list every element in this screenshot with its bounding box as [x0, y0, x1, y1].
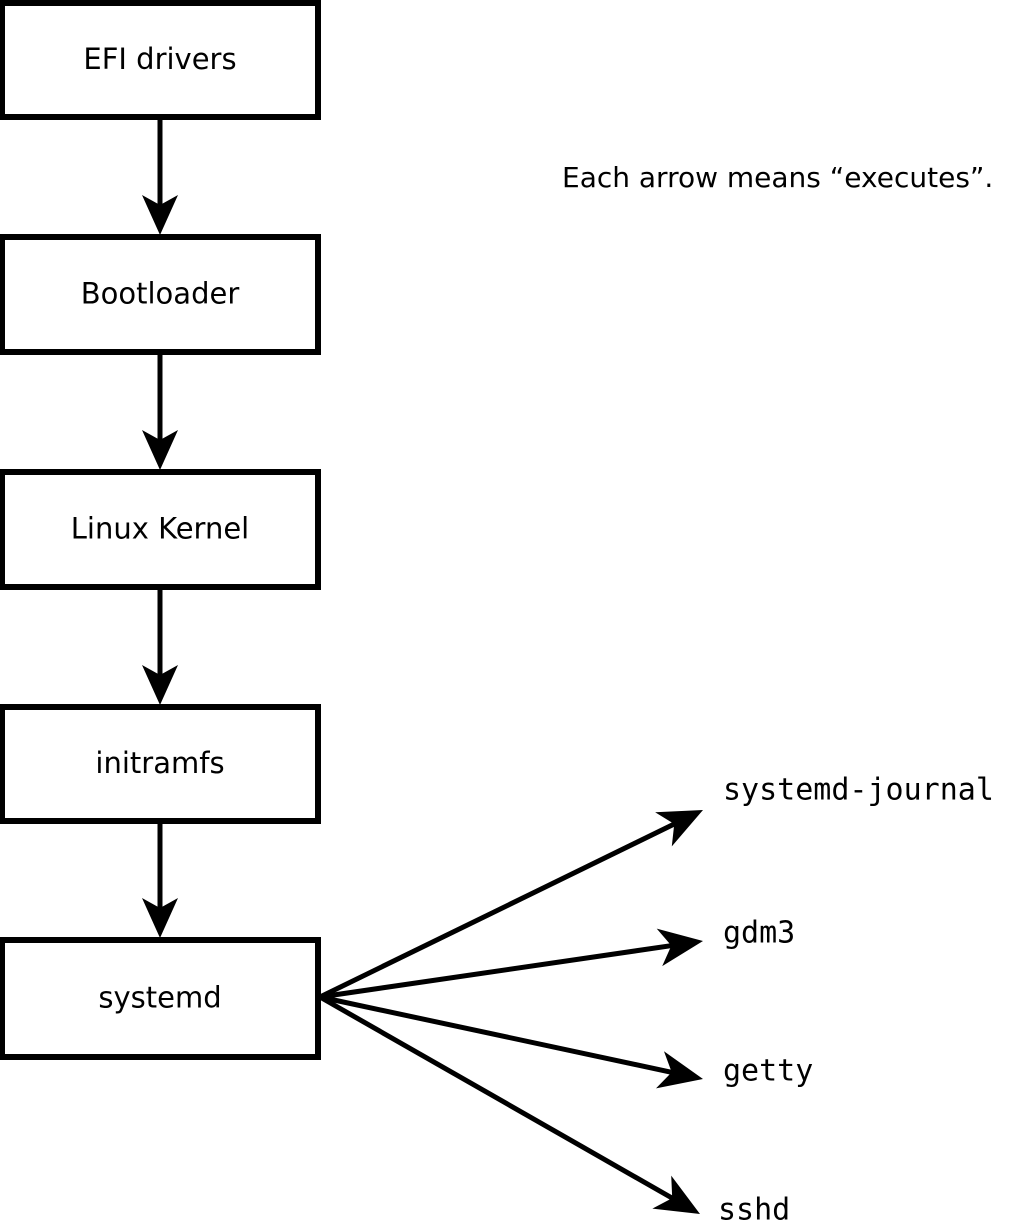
- arrow-systemd-to-systemd-journal: [318, 810, 703, 1000]
- arrow-efi-to-bootloader: [142, 117, 178, 235]
- arrow-head-systemd-to-gdm3: [656, 928, 703, 967]
- arrow-bootloader-to-kernel: [142, 352, 178, 470]
- box-outline-linux-kernel: [0, 469, 321, 590]
- process-box-systemd: systemd: [0, 937, 321, 1060]
- service-label-getty: getty: [723, 1054, 813, 1089]
- arrow-head-systemd-to-getty: [655, 1051, 703, 1089]
- arrow-systemd-to-getty: [319, 994, 703, 1089]
- box-outline-systemd: [0, 937, 321, 1060]
- legend-caption: Each arrow means “executes”.: [562, 161, 993, 194]
- arrow-head-kernel-to-initramfs: [142, 665, 178, 705]
- box-outline-efi-drivers: [0, 0, 321, 120]
- chain-arrows-group: [142, 117, 178, 938]
- box-label-systemd: systemd: [98, 981, 221, 1015]
- box-label-linux-kernel: Linux Kernel: [71, 512, 249, 546]
- process-box-linux-kernel: Linux Kernel: [0, 469, 321, 590]
- arrow-shaft-systemd-to-systemd-journal: [318, 820, 679, 1000]
- box-label-bootloader: Bootloader: [81, 277, 240, 311]
- arrow-head-systemd-to-systemd-journal: [655, 810, 703, 847]
- arrow-systemd-to-gdm3: [319, 928, 703, 1000]
- arrow-shaft-systemd-to-sshd: [318, 994, 677, 1203]
- process-box-efi-drivers: EFI drivers: [0, 0, 321, 120]
- arrow-head-bootloader-to-kernel: [142, 430, 178, 470]
- service-label-systemd-journal: systemd-journal: [723, 773, 994, 808]
- arrow-shaft-systemd-to-getty: [319, 994, 677, 1076]
- box-outline-initramfs: [0, 704, 321, 824]
- box-outline-bootloader: [0, 234, 321, 355]
- box-label-initramfs: initramfs: [95, 746, 224, 780]
- arrow-head-systemd-to-sshd: [652, 1175, 700, 1214]
- service-label-gdm3: gdm3: [723, 916, 795, 951]
- arrow-head-efi-to-bootloader: [142, 195, 178, 235]
- arrow-shaft-systemd-to-gdm3: [319, 942, 676, 1000]
- arrow-initramfs-to-systemd: [142, 821, 178, 938]
- arrow-kernel-to-initramfs: [142, 587, 178, 705]
- process-box-bootloader: Bootloader: [0, 234, 321, 355]
- process-box-initramfs: initramfs: [0, 704, 321, 824]
- box-label-efi-drivers: EFI drivers: [83, 42, 236, 76]
- service-label-sshd: sshd: [718, 1193, 790, 1228]
- arrow-head-initramfs-to-systemd: [142, 898, 178, 938]
- leaf-labels-group: systemd-journal gdm3 getty sshd: [718, 773, 994, 1228]
- fan-arrows-group: [318, 810, 703, 1214]
- arrow-systemd-to-sshd: [318, 994, 700, 1214]
